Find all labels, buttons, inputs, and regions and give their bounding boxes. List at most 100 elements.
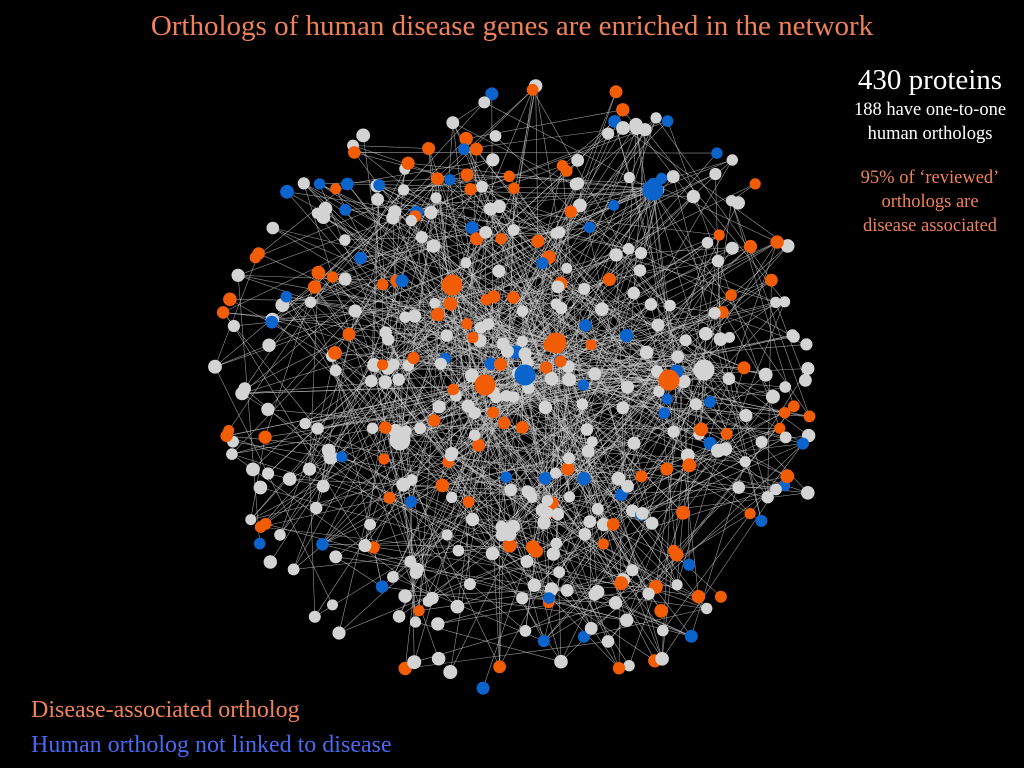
- network-edge: [335, 556, 383, 587]
- protein-node: [226, 448, 238, 460]
- network-edge: [293, 374, 526, 570]
- protein-node: [431, 651, 446, 666]
- protein-node: [639, 345, 654, 360]
- network-edge: [434, 252, 642, 304]
- network-edge: [303, 183, 670, 381]
- protein-node: [321, 443, 336, 458]
- disease-ortholog-node: [676, 505, 691, 520]
- protein-node: [440, 329, 453, 342]
- disease-ortholog-node: [223, 425, 235, 436]
- network-edge: [469, 485, 785, 585]
- disease-ortholog-node: [464, 183, 477, 196]
- network-edge: [260, 456, 343, 528]
- protein-node: [629, 117, 643, 132]
- non-disease-ortholog-node: [458, 143, 470, 155]
- network-edge: [557, 178, 662, 515]
- network-edge: [442, 379, 670, 486]
- disease-ortholog-node: [493, 357, 508, 371]
- protein-node: [287, 563, 300, 576]
- network-edge: [323, 216, 719, 451]
- non-disease-ortholog-node: [755, 514, 768, 527]
- network-edge: [414, 602, 616, 663]
- legend-disease-associated: Disease-associated ortholog: [31, 697, 300, 723]
- network-edge: [728, 378, 774, 397]
- network-edge: [260, 487, 649, 595]
- protein-node: [405, 214, 417, 227]
- network-edge: [444, 186, 483, 359]
- disease-ortholog-node: [407, 351, 420, 365]
- network-edge: [451, 89, 533, 286]
- disease-ortholog-node: [348, 146, 361, 159]
- network-nodes: [208, 79, 816, 695]
- slide-title: Orthologs of human disease genes are enr…: [150, 10, 874, 42]
- protein-node: [551, 280, 565, 294]
- network-edge: [379, 184, 559, 288]
- network-edge: [242, 323, 468, 394]
- legend-not-linked: Human ortholog not linked to disease: [31, 732, 392, 758]
- protein-node: [356, 128, 371, 143]
- protein-node: [468, 406, 481, 420]
- protein-node: [446, 116, 460, 130]
- disease-ortholog-node: [431, 172, 444, 186]
- disease-ortholog-node: [540, 361, 553, 374]
- disease-ortholog-node: [561, 462, 575, 476]
- network-edge: [657, 246, 751, 326]
- network-edge: [371, 199, 378, 382]
- disease-ortholog-node: [498, 416, 511, 430]
- protein-node: [553, 566, 566, 579]
- network-edge: [652, 189, 774, 397]
- protein-node: [635, 507, 649, 520]
- disease-ortholog-node: [803, 410, 816, 423]
- disease-ortholog-node: [459, 131, 473, 146]
- network-edge: [354, 152, 482, 187]
- non-disease-ortholog-node: [485, 87, 499, 101]
- disease-ortholog-node: [713, 229, 725, 241]
- network-edge: [421, 236, 557, 344]
- network-edge: [601, 246, 751, 310]
- network-edge: [415, 395, 457, 623]
- network-edge: [614, 121, 788, 247]
- protein-node: [297, 177, 310, 190]
- network-edge: [328, 450, 510, 535]
- protein-node: [253, 480, 268, 495]
- side-panel: 430 proteins 188 have one-to-one human o…: [836, 62, 1024, 238]
- reviewed-note-line3: disease associated: [862, 216, 998, 236]
- network-edge: [385, 170, 567, 333]
- protein-node: [711, 443, 725, 458]
- network-edge: [481, 186, 705, 371]
- network-edge: [347, 183, 654, 191]
- disease-ortholog-node: [376, 278, 389, 291]
- disease-ortholog-node: [431, 307, 445, 322]
- network-edge: [652, 189, 690, 466]
- network-edge: [403, 176, 510, 191]
- protein-node: [569, 177, 583, 191]
- protein-node: [699, 326, 713, 341]
- network-edge: [430, 212, 453, 286]
- network-edge: [484, 384, 663, 659]
- network-edge: [354, 152, 717, 154]
- network-edge: [314, 286, 729, 379]
- disease-ortholog-node: [216, 306, 230, 319]
- network-edge: [334, 352, 502, 536]
- protein-node: [266, 221, 280, 235]
- disease-ortholog-node: [330, 183, 342, 195]
- protein-node: [208, 359, 222, 374]
- network-edge: [731, 200, 810, 417]
- ortholog-count-line1: 188 have one-to-one: [853, 100, 1007, 120]
- disease-ortholog-node: [379, 421, 392, 434]
- protein-node: [554, 654, 568, 669]
- protein-node: [302, 462, 317, 476]
- network-edge: [303, 183, 501, 365]
- disease-ortholog-node: [503, 170, 515, 183]
- network-edge: [583, 608, 707, 637]
- network-edge: [524, 374, 599, 510]
- network-edge: [524, 189, 654, 355]
- network-edge: [355, 310, 446, 359]
- network-edge: [627, 387, 635, 444]
- network-edge: [505, 229, 514, 396]
- network-edge: [560, 183, 654, 362]
- disease-ortholog-node: [342, 327, 356, 341]
- network-edge: [555, 117, 657, 344]
- network-edge: [468, 497, 533, 503]
